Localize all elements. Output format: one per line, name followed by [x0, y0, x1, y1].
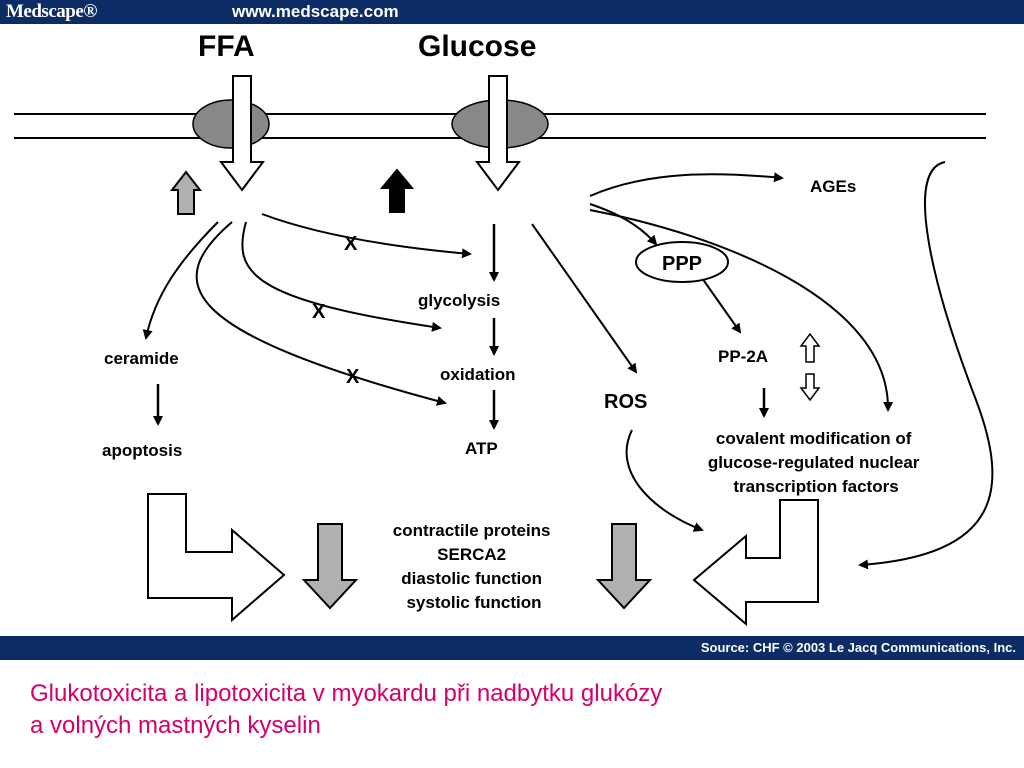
blocked-mark: X [312, 301, 326, 323]
cardiac-effects-text: contractile proteins SERCA2 diastolic fu… [393, 521, 556, 612]
effects-line: diastolic function [401, 569, 542, 588]
ros-label: ROS [604, 391, 647, 413]
glucose-label: Glucose [418, 30, 536, 63]
ceramide-label: ceramide [104, 349, 179, 368]
header-url: www.medscape.com [232, 2, 399, 21]
glucose-to-ros-arrow [531, 223, 638, 374]
ffa-to-atp-arrow [195, 221, 447, 406]
ffa-to-oxidation-arrow [241, 221, 442, 332]
ppp-label: PPP [662, 253, 702, 275]
brand-logo: Medscape® [6, 1, 97, 22]
glucose-uptake-arrow [475, 75, 521, 192]
ages-label: AGEs [810, 177, 856, 196]
glycolysis-label: glycolysis [418, 291, 500, 310]
transcription-factors-text: covalent modification of glucose-regulat… [708, 429, 924, 496]
left-elbow-arrow [147, 493, 286, 623]
effects-line: systolic function [406, 593, 541, 612]
pp2a-down-arrow [799, 373, 821, 402]
ppp-oval [635, 241, 729, 283]
pp2a-up-arrow [799, 332, 821, 363]
right-elbow-arrow [692, 499, 819, 627]
glucose-increase-arrow [379, 168, 415, 213]
right-gray-down-arrow [595, 523, 653, 610]
ffa-to-glycolysis-arrow [261, 213, 472, 259]
glucose-to-ppp-arrow [589, 203, 658, 246]
effects-line: contractile proteins [393, 521, 551, 540]
oxidation-label: oxidation [440, 365, 516, 384]
caption-line: a volných mastných kyselin [30, 712, 321, 739]
ffa-increase-arrow [169, 170, 203, 215]
atp-label: ATP [465, 439, 498, 458]
pp2a-label: PP-2A [718, 347, 768, 366]
pathway-diagram: FFA Glucose X X X glycolysis oxidation A… [14, 30, 994, 627]
transcription-line: covalent modification of [716, 429, 912, 448]
caption-line: Glukotoxicita a lipotoxicita v myokardu … [30, 680, 663, 707]
source-note: Source: CHF © 2003 Le Jacq Communication… [700, 640, 1016, 655]
glucose-to-ages-arrow [589, 172, 784, 197]
ages-to-contractile-arrow [858, 161, 994, 570]
slide-caption: Glukotoxicita a lipotoxicita v myokardu … [30, 678, 990, 742]
ppp-to-pp2a-arrow [701, 277, 742, 334]
transcription-line: transcription factors [733, 477, 898, 496]
ros-to-contractile-arrow [625, 429, 704, 532]
ffa-to-ceramide-arrow [142, 221, 219, 340]
effects-line: SERCA2 [437, 545, 506, 564]
blocked-mark: X [346, 366, 360, 388]
glucose-to-transcription-arrow [589, 209, 894, 412]
header-bar: Medscape® www.medscape.com [0, 0, 1024, 24]
apoptosis-label: apoptosis [102, 441, 182, 460]
ffa-transporter [192, 99, 270, 149]
footer-bar: Source: CHF © 2003 Le Jacq Communication… [0, 636, 1024, 660]
ffa-uptake-arrow [219, 75, 265, 192]
ffa-label: FFA [198, 30, 255, 63]
transcription-line: glucose-regulated nuclear [708, 453, 920, 472]
left-gray-down-arrow [301, 523, 359, 610]
blocked-mark: X [344, 233, 358, 255]
